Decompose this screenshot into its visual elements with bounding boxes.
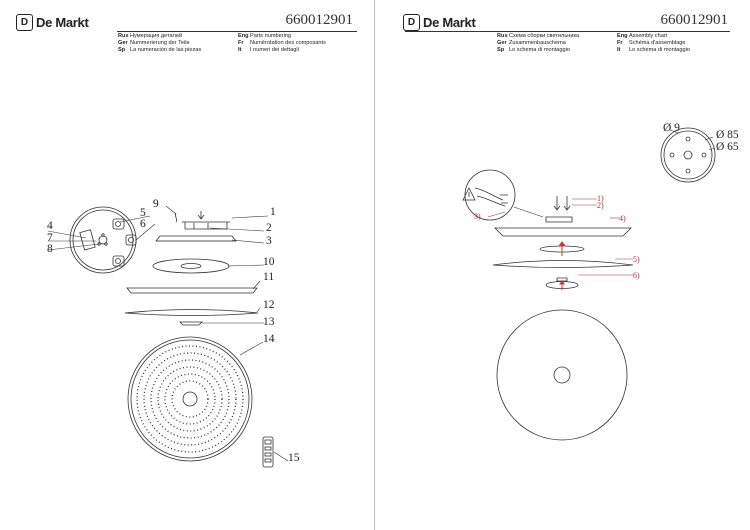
title-rus: RusСхема сборки светильника bbox=[497, 33, 580, 39]
parts-numbering-page: D De Markt 660012901 RusНумерация детале… bbox=[16, 12, 358, 468]
dotted-diffuser bbox=[127, 336, 253, 462]
part-number-11: 11 bbox=[263, 271, 274, 283]
step-2-label: 2) bbox=[597, 201, 604, 210]
part-number-3: 3 bbox=[266, 235, 272, 247]
step-5-label: 5) bbox=[633, 255, 640, 264]
multilingual-title: RusНумерация деталей EngParts numbering … bbox=[118, 33, 358, 55]
part-number-7: 7 bbox=[47, 232, 53, 244]
bracket-top-view bbox=[660, 127, 716, 183]
lamp-diffuser bbox=[496, 309, 628, 441]
assembly-diagram: 1) 2) 3) 4) 5) 6) Ø 9 Ø 85 Ø 65 bbox=[462, 122, 739, 441]
part-number-15: 15 bbox=[288, 452, 300, 464]
step-4-label: 4) bbox=[619, 214, 626, 223]
center-cap bbox=[179, 321, 203, 326]
title-rus: RusНумерация деталей bbox=[118, 33, 183, 39]
led-panel bbox=[492, 260, 634, 268]
lamp-base bbox=[494, 227, 632, 237]
dimension-d85: Ø 85 bbox=[716, 129, 739, 141]
part-number-1: 1 bbox=[270, 206, 276, 218]
product-code: 660012901 bbox=[660, 12, 729, 28]
product-code: 660012901 bbox=[285, 12, 354, 28]
screw-arrow-2 bbox=[563, 196, 571, 211]
diffuser-ring bbox=[124, 309, 259, 316]
brand-logo-mark: D bbox=[16, 14, 33, 31]
multilingual-title: RusСхема сборки светильника EngAssembly … bbox=[497, 33, 737, 55]
assembly-chart-page: D De Markt 660012901 RusСхема сборки све… bbox=[375, 0, 750, 530]
led-plate bbox=[152, 258, 230, 274]
part-number-10: 10 bbox=[263, 256, 275, 268]
step-1-label: 1) bbox=[597, 194, 604, 203]
brand-logo: D De Markt bbox=[16, 14, 89, 31]
led-driver bbox=[155, 235, 237, 242]
brand-logo: D De Markt bbox=[403, 14, 476, 31]
part-number-2: 2 bbox=[266, 222, 272, 234]
title-eng: EngParts numbering bbox=[238, 33, 292, 39]
lamp-frame bbox=[126, 287, 258, 294]
remote-control bbox=[262, 436, 274, 468]
header-rule bbox=[405, 31, 730, 32]
part-number-14: 14 bbox=[263, 333, 275, 345]
exploded-parts-diagram: 1 2 3 4 5 6 7 8 9 10 11 12 13 14 15 bbox=[47, 198, 300, 468]
part-number-4: 4 bbox=[47, 220, 53, 232]
brand-logo-mark: D bbox=[403, 14, 420, 31]
title-eng: EngAssembly chart bbox=[617, 33, 668, 39]
base-plate-top-view bbox=[69, 206, 137, 274]
part-number-6: 6 bbox=[140, 218, 146, 230]
brand-name: De Markt bbox=[36, 15, 89, 30]
part-number-12: 12 bbox=[263, 299, 275, 311]
part-number-13: 13 bbox=[263, 316, 275, 328]
header-rule bbox=[117, 31, 357, 32]
mounting-bracket bbox=[175, 211, 230, 230]
screw-arrow-1 bbox=[553, 196, 561, 211]
brand-name: De Markt bbox=[423, 15, 476, 30]
dimension-d9: Ø 9 bbox=[663, 122, 680, 134]
step-6-label: 6) bbox=[633, 271, 640, 280]
step-3-label: 3) bbox=[474, 212, 481, 221]
part-number-8: 8 bbox=[47, 243, 53, 255]
page-divider bbox=[374, 0, 375, 530]
dimension-d65: Ø 65 bbox=[716, 141, 739, 153]
part-number-9: 9 bbox=[153, 198, 159, 210]
wiring-detail bbox=[462, 169, 516, 221]
part-number-5: 5 bbox=[140, 207, 146, 219]
